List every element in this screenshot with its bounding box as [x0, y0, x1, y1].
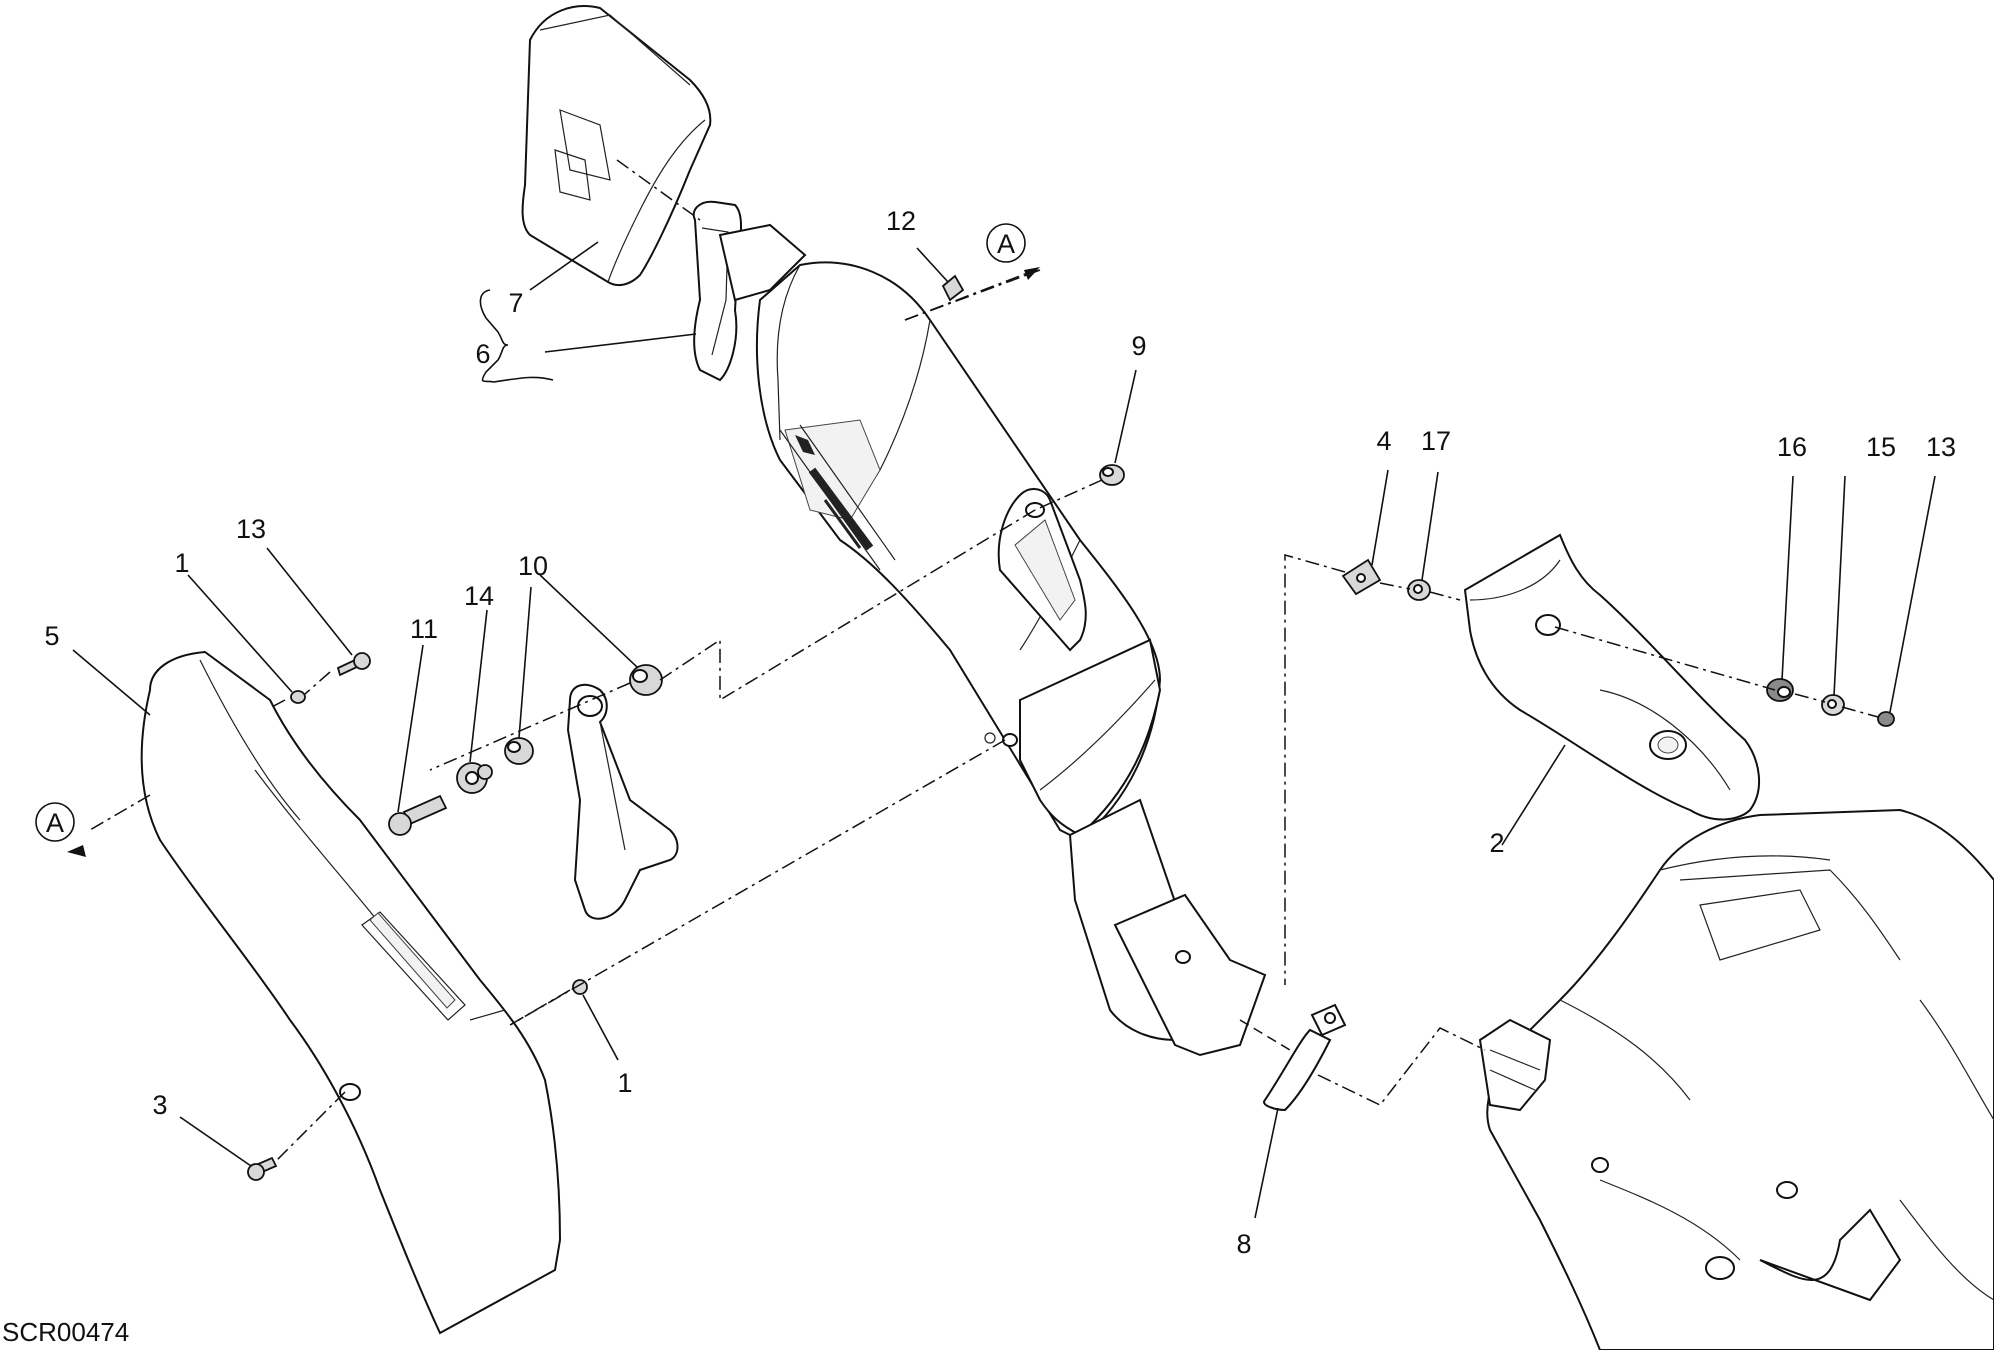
mounting-bracket	[566, 683, 679, 920]
callout-7: 7	[508, 288, 523, 318]
washer-part-1-upper	[290, 690, 306, 704]
akrapovic-logo	[779, 424, 896, 571]
callout-12: 12	[886, 206, 916, 236]
callout-1-lower: 1	[617, 1068, 632, 1098]
clip-nut-part-4	[1341, 558, 1382, 596]
callout-11: 11	[410, 614, 438, 644]
callout-15: 15	[1866, 432, 1896, 462]
callout-16: 16	[1777, 432, 1807, 462]
callout-13-right: 13	[1926, 432, 1956, 462]
callout-8: 8	[1236, 1229, 1251, 1259]
arrow-to-view-a-left: A	[35, 802, 86, 857]
callout-brace	[479, 289, 554, 383]
end-cap-part-7	[521, 5, 712, 287]
heat-guard-part-2	[1463, 533, 1761, 821]
washer-part-17	[1407, 579, 1431, 601]
callout-10: 10	[518, 551, 548, 581]
bolt-part-11	[388, 794, 448, 836]
callout-6: 6	[475, 339, 490, 369]
screw-part-3	[247, 1156, 278, 1181]
view-marker-a-right: A	[997, 229, 1015, 259]
heat-shield-part-5	[140, 650, 562, 1335]
clamp-part-8	[1263, 1003, 1347, 1112]
callout-5: 5	[44, 621, 59, 651]
drawing-code: SCR00474	[2, 1317, 129, 1347]
leader-lines	[72, 241, 1936, 1219]
grommet-part-10	[504, 664, 663, 765]
arrow-to-view-a-right: A	[904, 223, 1040, 321]
grommet-part-9	[1099, 464, 1125, 486]
washer-part-15	[1821, 694, 1845, 716]
callout-17: 17	[1421, 426, 1451, 456]
callout-labels: 7 6 12 9 4 17 16 15 13 13 1 10 14 11 5 2…	[44, 206, 1956, 1259]
callout-9: 9	[1131, 331, 1146, 361]
callout-2: 2	[1489, 828, 1504, 858]
screw-part-13-left	[336, 652, 371, 677]
callout-14: 14	[464, 581, 494, 611]
bushing-part-14	[456, 762, 493, 794]
callout-1-upper: 1	[174, 548, 189, 578]
callout-4: 4	[1376, 426, 1391, 456]
hardware	[247, 274, 1895, 1181]
screw-part-13-right	[1877, 711, 1895, 727]
assembly-lines	[89, 159, 1879, 1163]
engine-block	[1478, 808, 1994, 1350]
grommet-part-16	[1766, 678, 1794, 702]
view-marker-a-left: A	[46, 808, 64, 838]
silencer-part-6	[692, 200, 1267, 1057]
callout-13-left: 13	[236, 514, 266, 544]
callout-3: 3	[152, 1090, 167, 1120]
